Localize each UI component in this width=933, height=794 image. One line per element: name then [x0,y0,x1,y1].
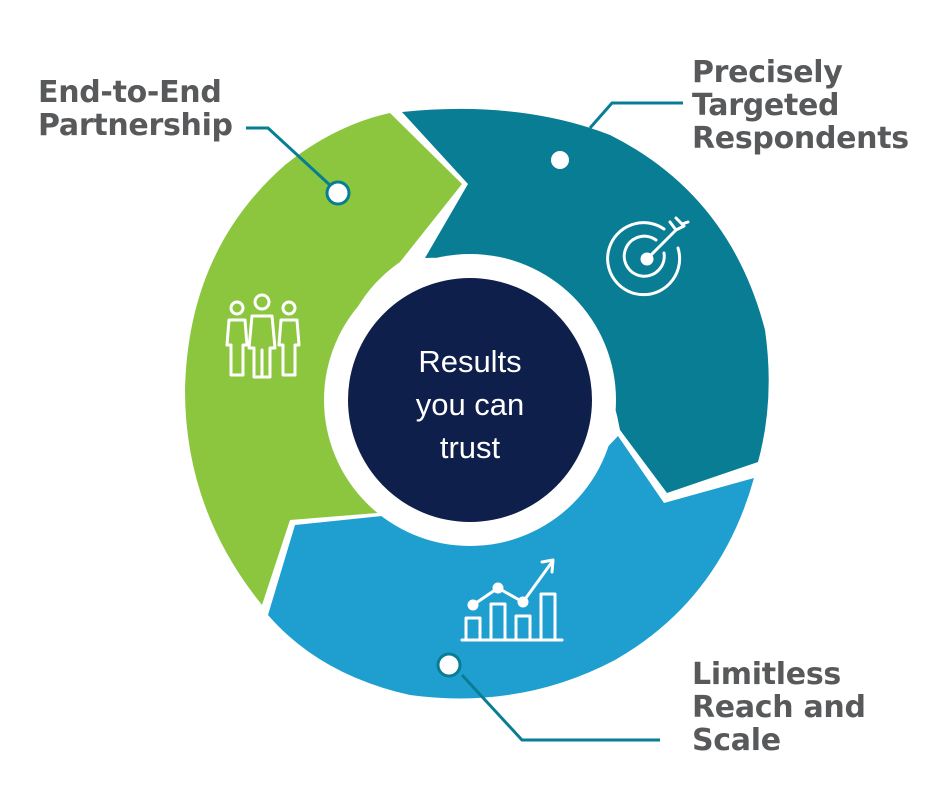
label-line: Respondents [692,121,909,156]
connector-end-to-end [246,126,334,189]
segment-limitless-reach [268,436,754,699]
label-line: Scale [692,723,781,758]
label-limitless-reach-and-scale: Limitless Reach and Scale [692,658,866,757]
label-line: Precisely [692,55,843,90]
connector-dot-precisely [551,151,569,169]
label-line: Reach and [692,690,866,725]
bar-chart-growth-icon [460,558,564,642]
label-end-to-end-partnership: End-to-End Partnership [38,76,233,142]
center-line: you can [415,387,525,422]
label-line: End-to-End [38,75,222,110]
label-line: Partnership [38,108,233,143]
target-arrow-icon [606,216,690,297]
center-text: Results you can trust [352,340,588,469]
connector-dot-end-to-end [325,180,351,206]
center-line: Results [418,344,522,379]
people-group-icon [225,293,301,379]
center-circle [348,278,592,522]
label-line: Targeted [692,88,840,123]
connector-limitless [460,673,660,742]
center-line: trust [439,430,501,465]
segment-precisely-targeted [402,108,769,494]
connector-precisely [588,101,683,129]
label-precisely-targeted-respondents: Precisely Targeted Respondents [692,56,909,155]
connector-dot-limitless [436,652,462,678]
label-line: Limitless [692,657,841,692]
segment-end-to-end [185,113,462,605]
